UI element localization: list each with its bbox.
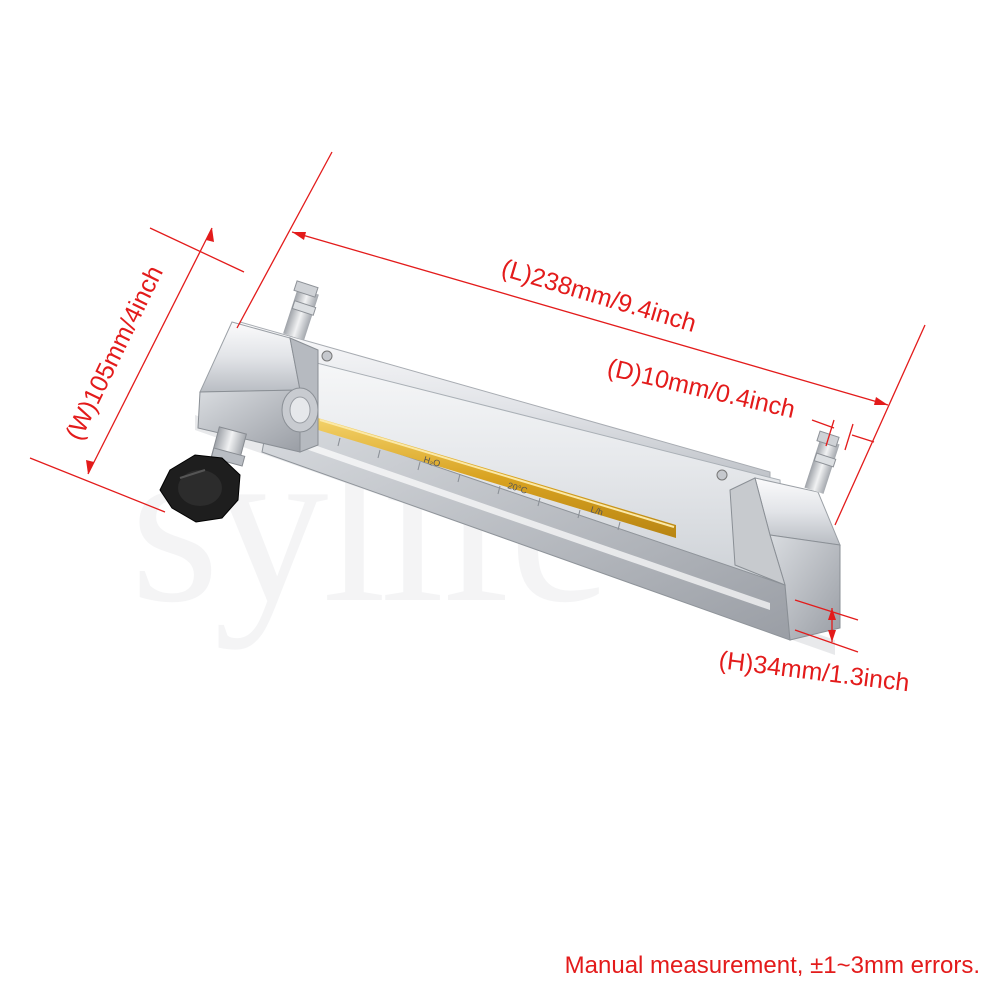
height-label: (H)34mm/1.3inch: [717, 646, 911, 697]
screw-left: [321, 350, 333, 362]
right-barb: [804, 430, 840, 494]
right-end-block: [729, 477, 841, 641]
length-label: (L)238mm/9.4inch: [498, 254, 699, 338]
dimension-annotations: [29, 151, 926, 653]
tube-highlight: [319, 419, 675, 528]
float-tube: [318, 418, 676, 538]
float-fitting: [281, 387, 319, 433]
scale-label-unit: L/h: [589, 504, 604, 517]
measurement-note: Manual measurement, ±1~3mm errors.: [564, 952, 980, 979]
front-highlight: [300, 440, 770, 610]
flowmeter: H₂O 20°C L/h: [159, 280, 841, 655]
left-barb: [283, 280, 319, 341]
valve-knob: [159, 454, 241, 523]
screw-right: [716, 469, 728, 481]
scale-ticks: [337, 437, 621, 531]
diameter-label: (D)10mm/0.4inch: [605, 354, 798, 424]
scale-label-medium: H₂O: [422, 454, 441, 469]
